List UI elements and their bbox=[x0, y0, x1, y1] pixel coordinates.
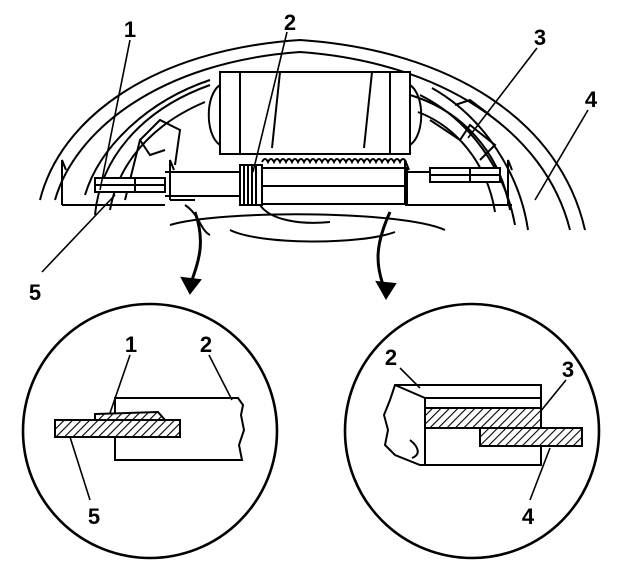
left-detail-shoe-web bbox=[54, 419, 181, 438]
left-detail-circle bbox=[21, 302, 279, 560]
upper-assembly-view bbox=[39, 31, 589, 300]
left-detail-clip bbox=[94, 410, 168, 421]
callout-3-top: 3 bbox=[534, 25, 546, 50]
callout-3-right: 3 bbox=[562, 357, 574, 382]
adjuster-screw bbox=[165, 158, 408, 236]
left-detail-view bbox=[21, 302, 279, 560]
left-brake-shoe bbox=[94, 84, 211, 216]
callout-5-left: 5 bbox=[88, 504, 100, 529]
right-detail-shoe-web bbox=[479, 427, 583, 447]
callout-4-top: 4 bbox=[585, 87, 598, 112]
zoom-arrows bbox=[180, 211, 397, 300]
left-detail-leaders bbox=[69, 354, 233, 501]
callout-1-top: 1 bbox=[124, 17, 136, 42]
callout-5-top: 5 bbox=[29, 280, 41, 305]
right-detail-view bbox=[343, 302, 601, 560]
callout-2-top: 2 bbox=[284, 10, 296, 35]
right-detail-leaders bbox=[399, 367, 567, 501]
callout-2-left: 2 bbox=[200, 332, 212, 357]
right-detail-circle bbox=[343, 302, 601, 560]
callout-4-right: 4 bbox=[522, 504, 535, 529]
right-brake-shoe bbox=[409, 94, 511, 213]
callout-1-left: 1 bbox=[125, 332, 137, 357]
right-bracket bbox=[404, 159, 513, 206]
left-bracket bbox=[61, 159, 195, 206]
callout-2-right: 2 bbox=[385, 345, 397, 370]
lower-drum-inner bbox=[229, 229, 396, 243]
wheel-cylinder bbox=[207, 71, 423, 155]
right-detail-clip bbox=[424, 407, 542, 429]
top-leader-lines bbox=[41, 31, 589, 273]
lower-drum-edge bbox=[169, 213, 446, 231]
